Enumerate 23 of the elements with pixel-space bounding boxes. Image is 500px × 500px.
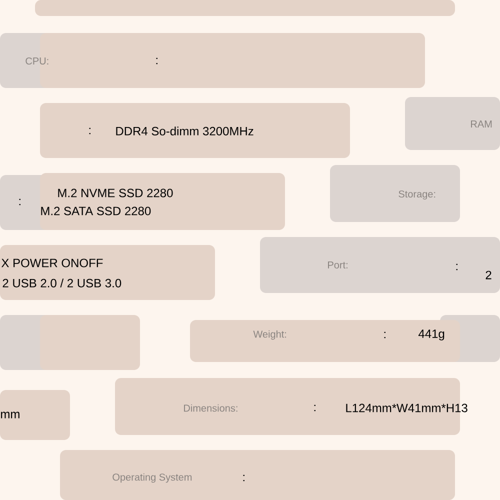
spec-value: DDR4 So-dimm 3200MHz — [116, 126, 254, 136]
spec-value: X POWER ONOFF — [1, 258, 103, 268]
colon: : — [156, 58, 158, 64]
colon: : — [456, 264, 458, 270]
spec-label: CPU: — [26, 57, 48, 65]
spec-label: Operating System — [112, 473, 192, 483]
colon: : — [19, 198, 20, 206]
spec-value: 441g — [418, 330, 444, 340]
spec-value: L124mm*W41mm*H13 — [346, 404, 468, 412]
spec-value: 2 USB 2.0 / 2 USB 3.0 — [2, 278, 122, 288]
spec-label: Storage: — [398, 190, 436, 200]
colon: : — [314, 404, 316, 412]
spec-value: mm — [1, 412, 20, 418]
spec-value: 2 — [486, 270, 492, 280]
colon: : — [89, 128, 90, 134]
spec-value: M.2 NVME SSD 2280 — [58, 188, 173, 198]
colon: : — [243, 474, 244, 482]
spec-value: M.2 SATA SSD 2280 — [41, 206, 151, 216]
spec-label: Dimensions: — [184, 404, 238, 412]
spec-label: Weight: — [253, 330, 286, 340]
colon: : — [384, 332, 386, 338]
spec-label: RAM — [471, 120, 492, 128]
spec-label: Port: — [328, 262, 348, 268]
